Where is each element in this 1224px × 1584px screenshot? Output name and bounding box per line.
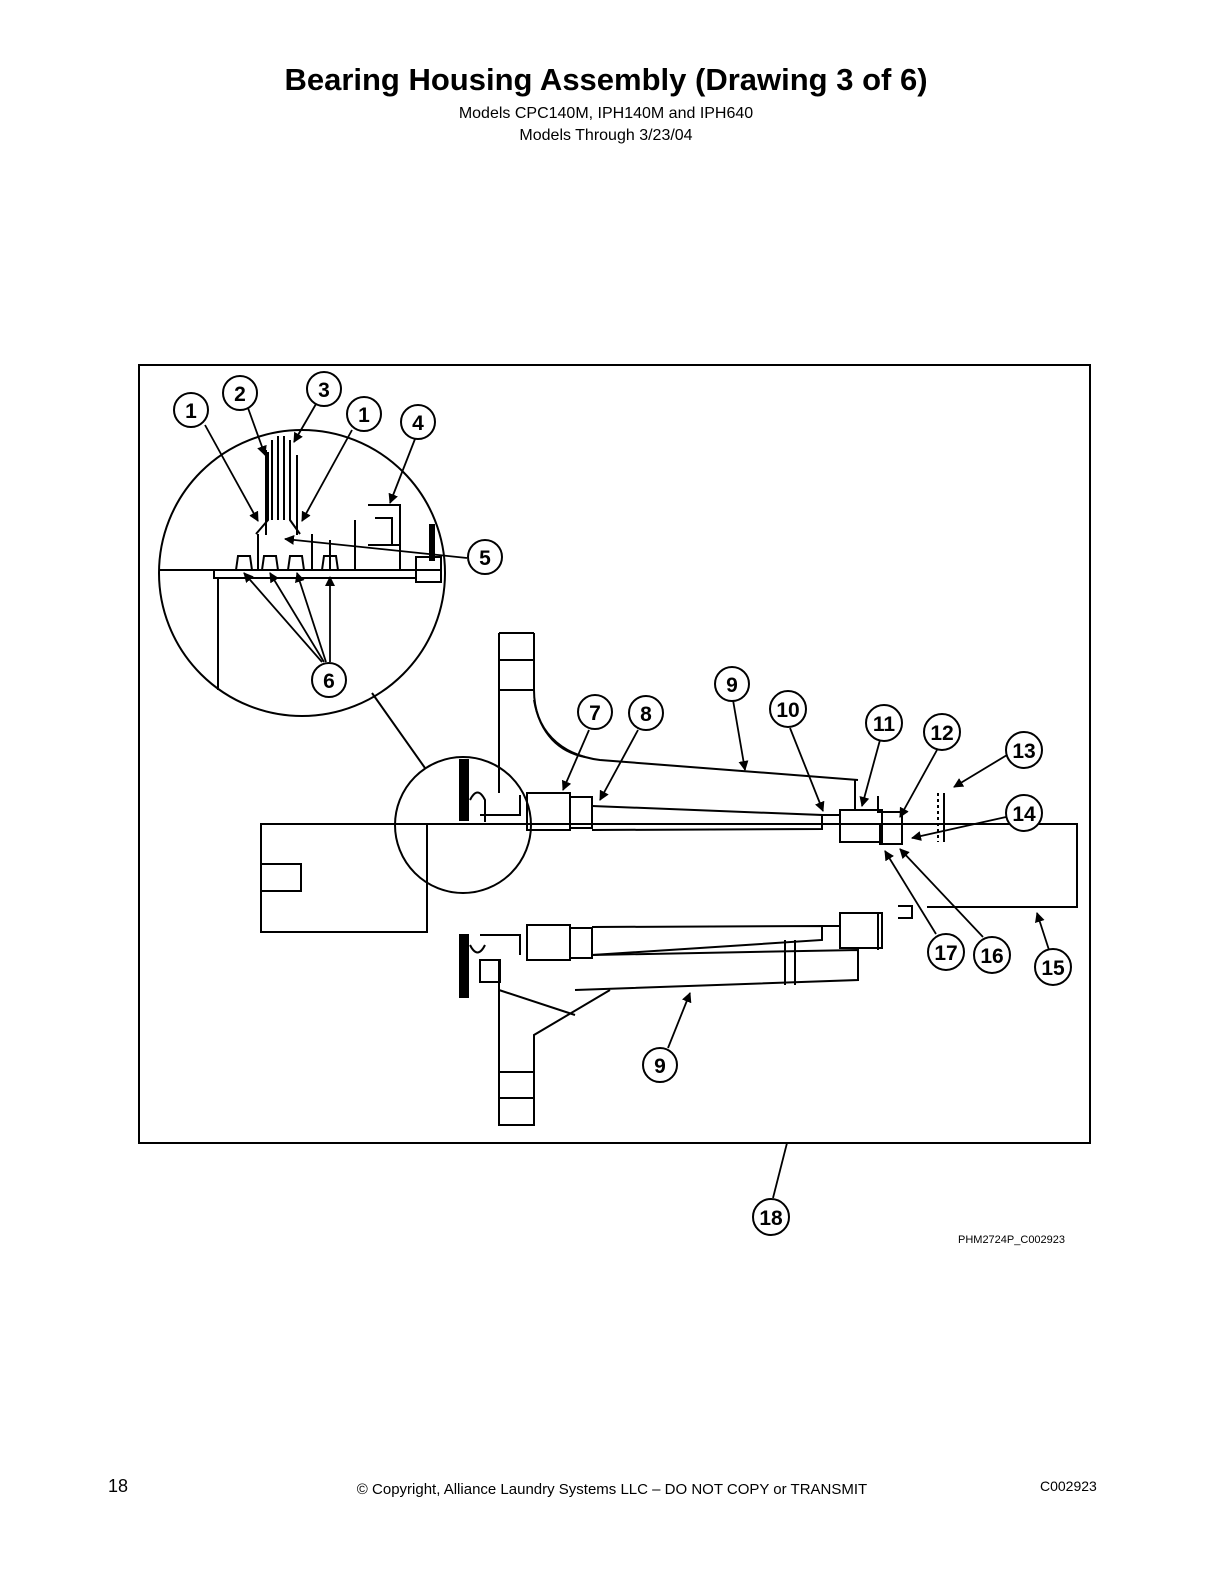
callout-14: 14 (1005, 794, 1043, 832)
models-subtitle: Models CPC140M, IPH140M and IPH640 (458, 105, 754, 122)
drawing-code: PHM2724P_C002923 (958, 1234, 1066, 1246)
svg-text:9: 9 (654, 1055, 666, 1078)
svg-text:6: 6 (323, 670, 335, 693)
svg-text:16: 16 (980, 945, 1003, 968)
svg-text:4: 4 (412, 412, 424, 435)
callout-11: 11 (865, 704, 903, 742)
housing-body (158, 429, 1078, 1126)
svg-text:1: 1 (185, 400, 197, 423)
svg-text:11: 11 (873, 713, 896, 736)
svg-text:10: 10 (776, 699, 799, 722)
callout-15: 15 (1034, 948, 1072, 986)
callout-1b: 1 (346, 396, 382, 432)
svg-text:3: 3 (318, 379, 330, 402)
svg-text:14: 14 (1012, 803, 1036, 826)
svg-text:17: 17 (934, 942, 957, 965)
svg-text:5: 5 (479, 547, 491, 570)
callout-1a: 1 (173, 392, 209, 428)
callout-10: 10 (769, 690, 807, 728)
callout-8: 8 (628, 695, 664, 731)
models-date-subtitle: Models Through 3/23/04 (519, 127, 693, 144)
callout-balloons: 1 2 3 1 4 5 6 7 8 9 10 11 12 13 14 (173, 371, 1072, 1236)
callout-2: 2 (222, 375, 258, 411)
drawing-frame (138, 364, 1091, 1144)
svg-text:13: 13 (1012, 740, 1035, 763)
callout-leaders (204, 403, 1050, 1199)
callout-17: 17 (927, 933, 965, 971)
callout-5: 5 (467, 539, 503, 575)
svg-text:1: 1 (358, 404, 370, 427)
callout-12: 12 (923, 713, 961, 751)
document-code: C002923 (1040, 1478, 1097, 1494)
callout-13: 13 (1005, 731, 1043, 769)
svg-text:18: 18 (759, 1207, 783, 1230)
callout-3: 3 (306, 371, 342, 407)
svg-text:8: 8 (640, 703, 652, 726)
svg-text:9: 9 (726, 674, 738, 697)
svg-text:15: 15 (1041, 957, 1065, 980)
page-title: Bearing Housing Assembly (Drawing 3 of 6… (284, 62, 928, 97)
svg-text:7: 7 (589, 702, 601, 725)
callout-16: 16 (973, 936, 1011, 974)
callout-18: 18 (752, 1198, 790, 1236)
svg-text:2: 2 (234, 383, 246, 406)
callout-4: 4 (400, 404, 436, 440)
callout-9b: 9 (642, 1047, 678, 1083)
svg-text:12: 12 (930, 722, 953, 745)
callout-9a: 9 (714, 666, 750, 702)
page-number: 18 (108, 1476, 129, 1496)
copyright-notice: © Copyright, Alliance Laundry Systems LL… (356, 1481, 868, 1498)
callout-7: 7 (577, 694, 613, 730)
callout-6: 6 (311, 662, 347, 698)
